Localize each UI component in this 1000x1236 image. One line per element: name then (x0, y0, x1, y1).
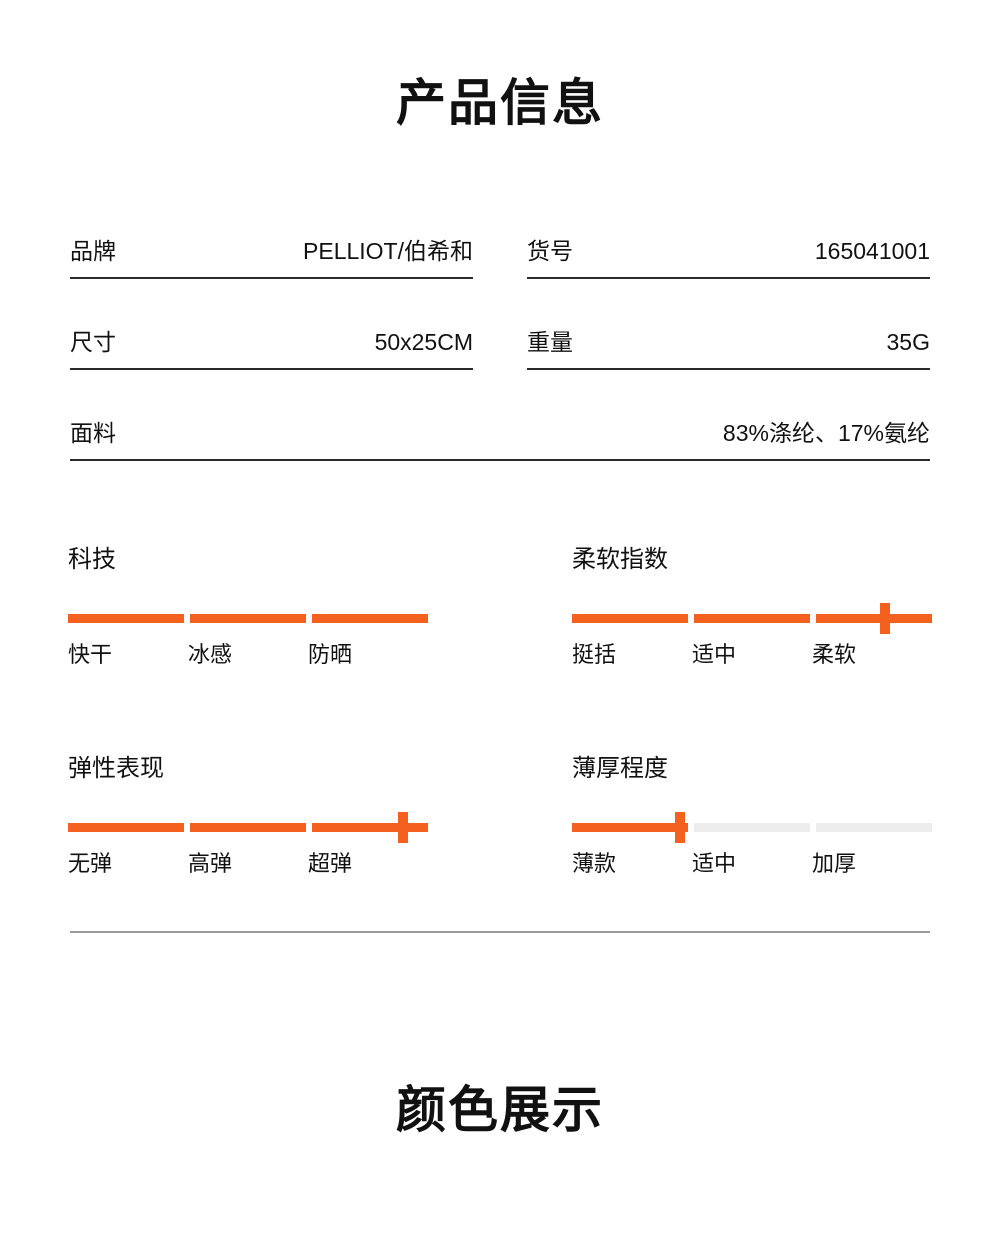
meter-row: 科技 快干 冰感 防晒 柔软指数 挺括 适中 柔软 (68, 548, 932, 669)
meter-segment-3 (816, 823, 932, 832)
meter-label: 挺括 (572, 642, 617, 667)
meter-marker (880, 603, 891, 634)
spec-row: 品牌 PELLIOT/伯希和 货号 165041001 (70, 232, 930, 279)
spec-value: 165041001 (814, 238, 930, 264)
meter-label: 适中 (692, 642, 737, 667)
meter-track (68, 614, 428, 623)
spec-row: 尺寸 50x25CM 重量 35G (70, 323, 930, 370)
meter-track (68, 812, 428, 843)
meter-technology: 科技 快干 冰感 防晒 (68, 548, 428, 669)
meter-label: 柔软 (812, 642, 857, 667)
meter-segment-2 (190, 823, 306, 832)
spec-label: 重量 (527, 329, 573, 355)
meter-segment-3 (312, 823, 428, 832)
meter-title: 科技 (68, 546, 116, 573)
spec-value: 83%涤纶、17%氨纶 (722, 420, 930, 446)
spec-row: 面料 83%涤纶、17%氨纶 (70, 414, 930, 461)
spec-label: 面料 (70, 420, 116, 446)
meter-segment-3 (816, 614, 932, 623)
spec-label: 尺寸 (70, 329, 116, 355)
meter-segment-2 (190, 614, 306, 623)
page-title-product-info: 产品信息 (396, 75, 604, 131)
meter-label: 快干 (68, 642, 113, 667)
meter-segment-1 (572, 823, 688, 832)
meter-marker (675, 812, 685, 843)
spec-label: 货号 (527, 238, 573, 264)
spec-label: 品牌 (70, 238, 116, 264)
meter-labels: 薄款 适中 加厚 (572, 846, 932, 878)
meter-row: 弹性表现 无弹 高弹 超弹 薄厚程度 薄款 适中 加厚 (68, 757, 932, 878)
page-title-color-display: 颜色展示 (396, 1082, 604, 1138)
spec-cell-fabric: 面料 83%涤纶、17%氨纶 (70, 414, 930, 461)
meter-title: 柔软指数 (572, 546, 668, 573)
meter-labels: 无弹 高弹 超弹 (68, 846, 428, 878)
meter-label: 加厚 (812, 851, 857, 876)
spec-value: 50x25CM (374, 329, 473, 355)
spec-cell-size: 尺寸 50x25CM (70, 323, 473, 370)
spec-cell-item-number: 货号 165041001 (527, 232, 930, 279)
meter-thickness: 薄厚程度 薄款 适中 加厚 (572, 757, 932, 878)
meter-grid: 科技 快干 冰感 防晒 柔软指数 挺括 适中 柔软 弹性表现 无弹 高弹 (68, 548, 932, 878)
meter-elasticity: 弹性表现 无弹 高弹 超弹 (68, 757, 428, 878)
meter-label: 防晒 (308, 642, 353, 667)
meter-segment-1 (68, 614, 184, 623)
spec-value: PELLIOT/伯希和 (303, 238, 473, 264)
meter-segment-2 (694, 823, 810, 832)
meter-label: 适中 (692, 851, 737, 876)
meter-label: 超弹 (308, 851, 353, 876)
meter-label: 高弹 (188, 851, 233, 876)
meter-labels: 快干 冰感 防晒 (68, 637, 428, 669)
section-divider (70, 931, 930, 933)
meter-segment-1 (68, 823, 184, 832)
meter-labels: 挺括 适中 柔软 (572, 637, 932, 669)
meter-marker (397, 812, 408, 843)
spec-value: 35G (886, 329, 930, 355)
meter-label: 无弹 (68, 851, 113, 876)
meter-segment-3 (312, 614, 428, 623)
meter-label: 薄款 (572, 851, 617, 876)
spec-table: 品牌 PELLIOT/伯希和 货号 165041001 尺寸 50x25CM 重… (70, 232, 930, 505)
meter-title: 弹性表现 (68, 755, 164, 782)
meter-track (572, 812, 932, 843)
meter-segment-1 (572, 614, 688, 623)
meter-title: 薄厚程度 (572, 755, 668, 782)
spec-cell-brand: 品牌 PELLIOT/伯希和 (70, 232, 473, 279)
meter-softness: 柔软指数 挺括 适中 柔软 (572, 548, 932, 669)
meter-segment-2 (694, 614, 810, 623)
meter-label: 冰感 (188, 642, 233, 667)
spec-cell-weight: 重量 35G (527, 323, 930, 370)
meter-track (572, 603, 932, 634)
